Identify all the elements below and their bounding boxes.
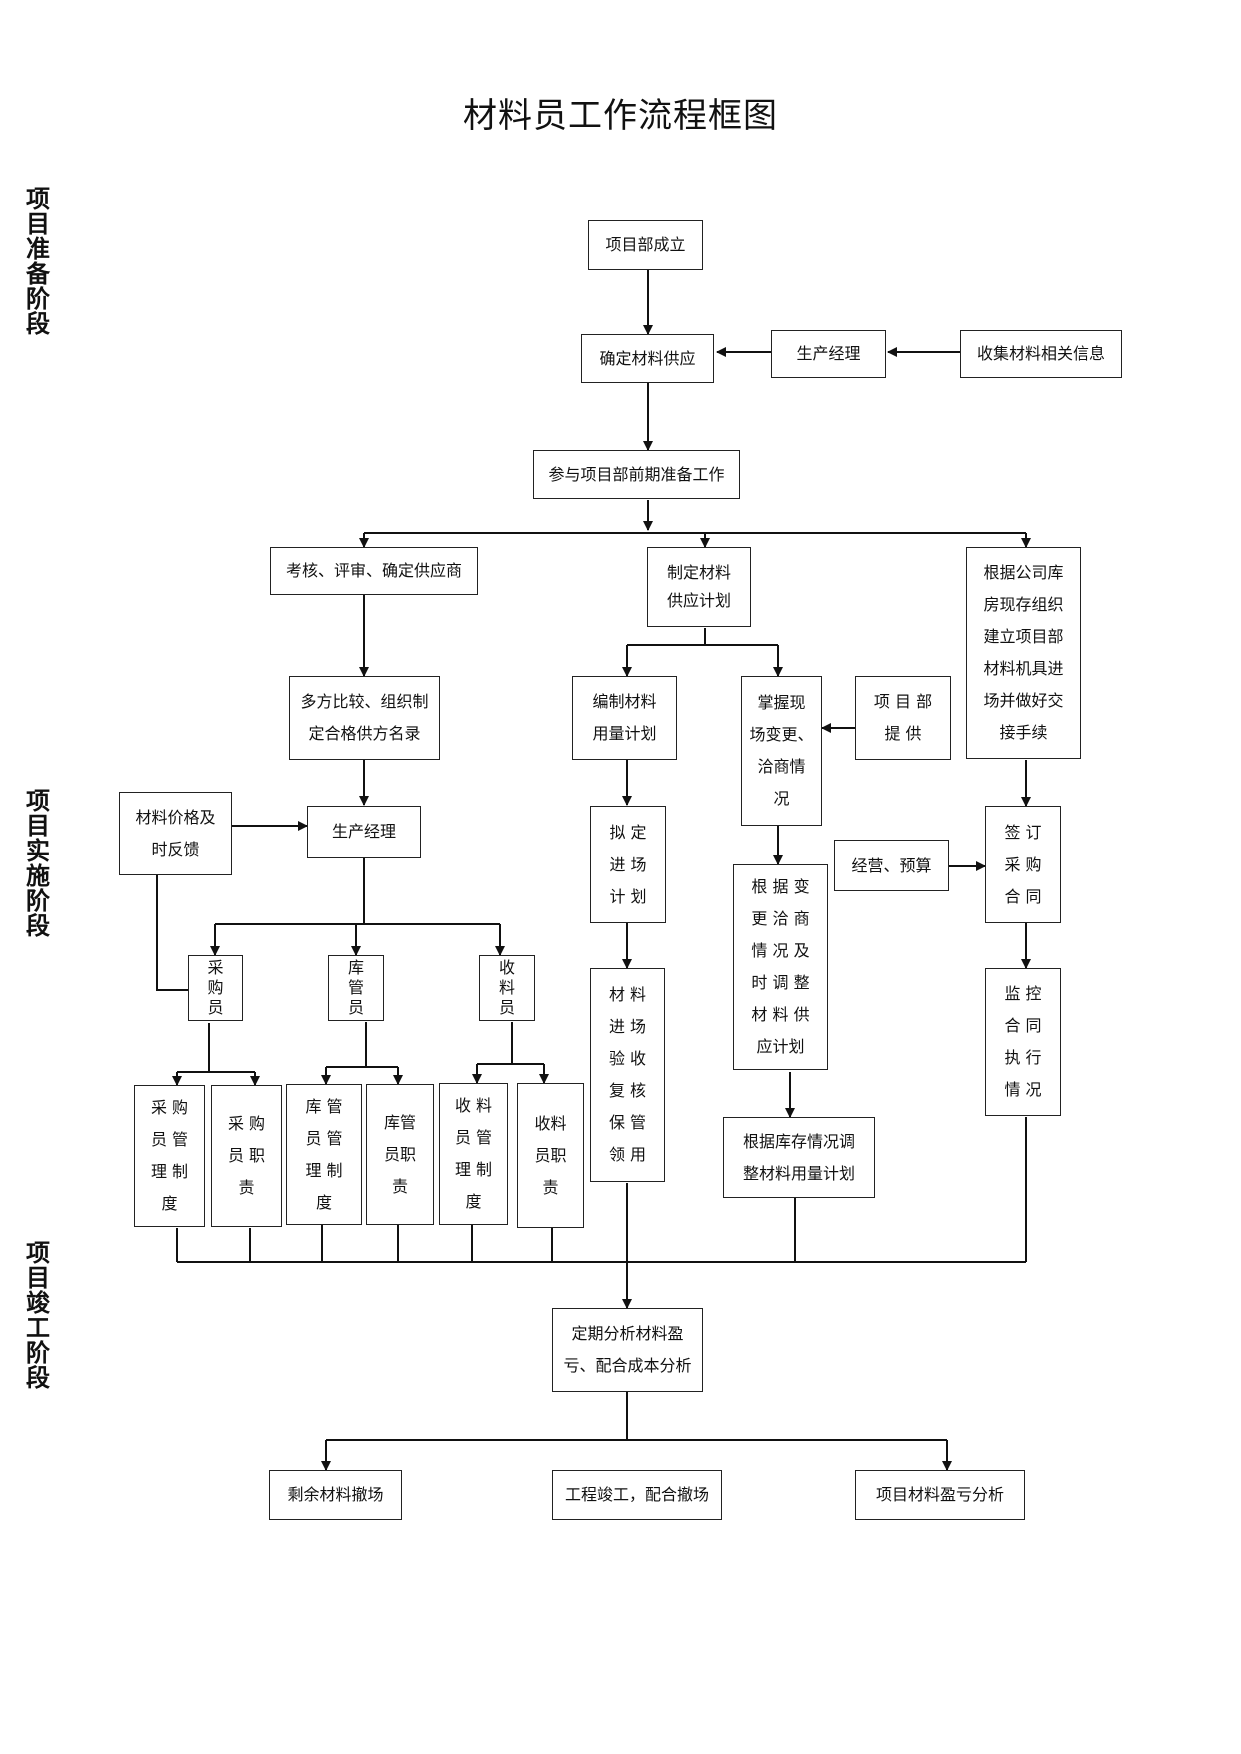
node-warehouse-setup: 根据公司库 房现存组织 建立项目部 材料机具进 场并做好交 接手续 [966,547,1081,759]
node-receiver: 收 料 员 [479,955,535,1021]
node-evaluate-suppliers: 考核、评审、确定供应商 [270,547,478,595]
node-price-feedback: 材料价格及 时反馈 [119,792,232,875]
node-storekeeper-rules: 库 管 员 管 理 制 度 [286,1084,362,1225]
page-title: 材料员工作流程框图 [463,96,778,136]
node-usage-plan: 编制材料 用量计划 [572,676,677,760]
node-prework: 参与项目部前期准备工作 [533,450,740,499]
node-storekeeper-duties: 库管 员职 责 [366,1084,434,1225]
node-sign-contract: 签 订 采 购 合 同 [985,806,1061,923]
phase-label-preparation: 项 目 准 备 阶 段 [26,184,50,338]
node-receiver-rules: 收 料 员 管 理 制 度 [439,1083,508,1225]
node-production-manager-mid: 生产经理 [307,806,421,858]
node-receiver-duties: 收料 员职 责 [517,1083,584,1228]
node-compare-suppliers: 多方比较、组织制 定合格供方名录 [289,676,440,760]
node-production-manager-top: 生产经理 [771,330,886,378]
node-project-setup: 项目部成立 [588,220,703,270]
node-buyer: 采 购 员 [188,955,243,1021]
node-buyer-rules: 采 购 员 管 理 制 度 [134,1085,205,1227]
node-remove-surplus: 剩余材料撤场 [269,1470,402,1520]
node-inspect-store-issue: 材 料 进 场 验 收 复 核 保 管 领 用 [590,968,665,1182]
node-profit-loss-analysis: 项目材料盈亏分析 [855,1470,1025,1520]
node-adjust-supply-plan: 根 据 变 更 洽 商 情 况 及 时 调 整 材 料 供 应计划 [733,864,828,1070]
node-periodic-analysis: 定期分析材料盈 亏、配合成本分析 [552,1308,703,1392]
phase-label-completion: 项 目 竣 工 阶 段 [26,1238,50,1392]
node-stock-adjust: 根据库存情况调 整材料用量计划 [723,1117,875,1198]
node-monitor-contract: 监 控 合 同 执 行 情 况 [985,968,1061,1116]
node-confirm-supply: 确定材料供应 [581,334,714,383]
node-supply-plan: 制定材料 供应计划 [647,547,751,627]
node-buyer-duties: 采 购 员 职 责 [211,1085,282,1227]
node-operations-budget: 经营、预算 [834,840,949,891]
node-project-dept-provides: 项 目 部 提 供 [855,676,951,760]
node-site-changes: 掌握现 场变更、 洽商情 况 [741,676,822,826]
node-entry-plan: 拟 定 进 场 计 划 [590,806,666,923]
phase-label-implementation: 项 目 实 施 阶 段 [26,786,50,940]
node-collect-info: 收集材料相关信息 [960,330,1122,378]
node-storekeeper: 库 管 员 [328,955,384,1021]
node-project-completion: 工程竣工，配合撤场 [552,1470,722,1520]
